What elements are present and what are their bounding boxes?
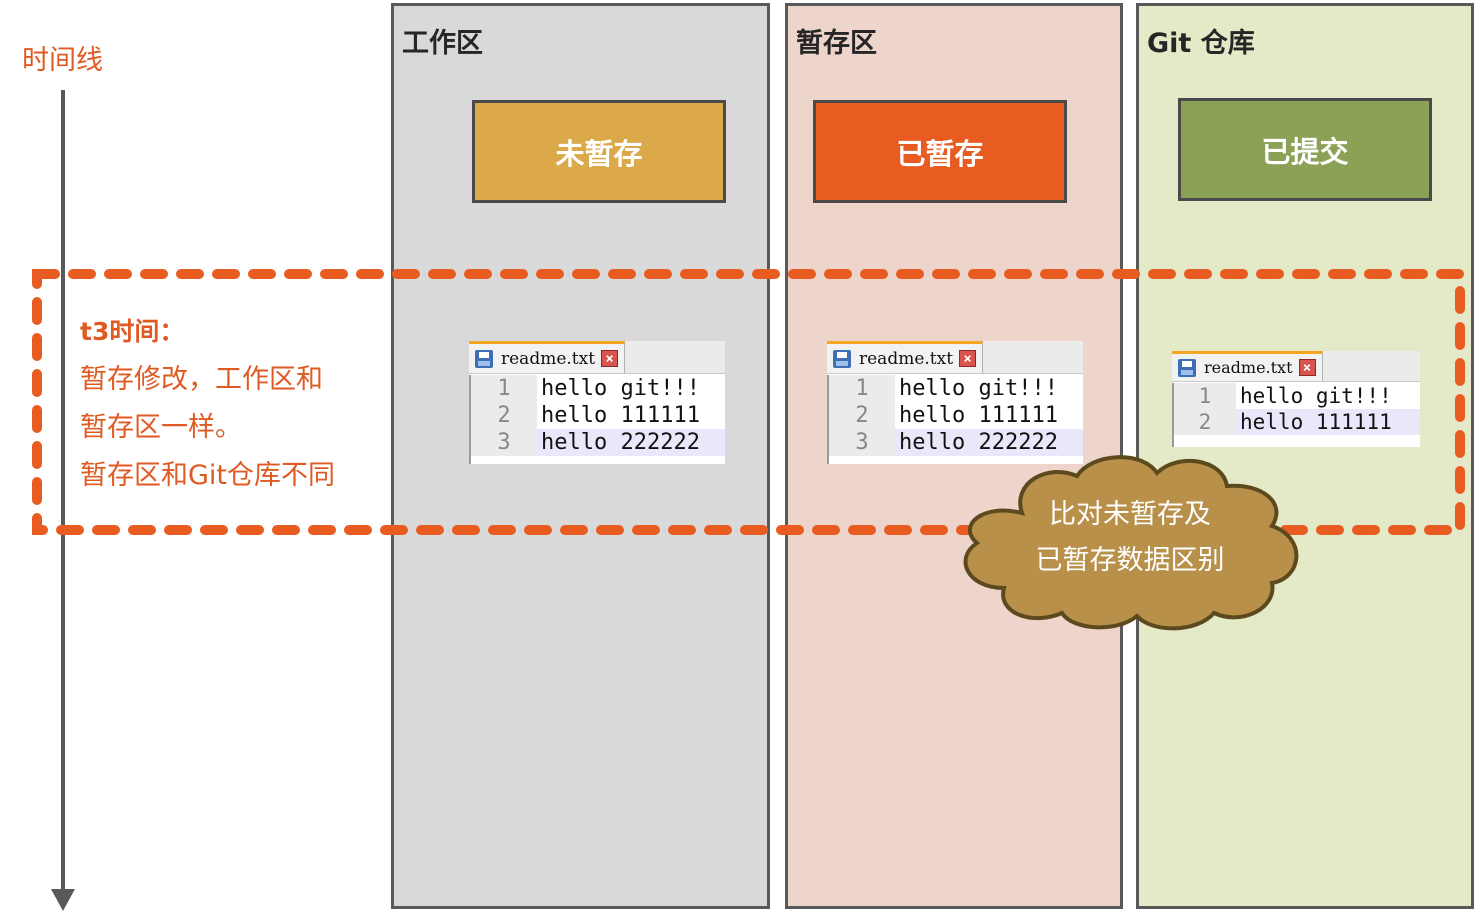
timeline-axis xyxy=(61,90,65,895)
note-title: t3时间： xyxy=(80,317,185,346)
comparison-cloud-icon xyxy=(963,455,1299,631)
line-text: hello 222222 xyxy=(537,429,725,456)
note-line: 暂存区和Git仓库不同 xyxy=(80,460,336,491)
tab-filename: readme.txt xyxy=(1204,358,1293,377)
code-line: 2 hello 111111 xyxy=(1174,409,1420,435)
code-line: 3 hello 222222 xyxy=(471,429,725,456)
cloud-text: 比对未暂存及 已暂存数据区别 xyxy=(1010,492,1250,584)
close-icon[interactable]: × xyxy=(601,350,619,367)
line-text: hello git!!! xyxy=(541,376,700,401)
line-number: 3 xyxy=(471,429,537,456)
editor-body: 1 hello git!!! 2 hello 111111 3 hello 22… xyxy=(827,375,1083,464)
note-line: 暂存区一样。 xyxy=(80,412,242,443)
close-icon[interactable]: × xyxy=(959,350,977,367)
line-text: hello 222222 xyxy=(895,429,1083,456)
editor-tabbar: readme.txt × xyxy=(469,341,725,374)
line-number: 2 xyxy=(829,402,895,429)
editor-tab[interactable]: readme.txt × xyxy=(827,341,984,373)
committed-state-box: 已提交 xyxy=(1178,98,1432,201)
line-text: hello 111111 xyxy=(541,403,700,428)
code-line: 1 hello git!!! xyxy=(471,375,725,402)
code-line: 1 hello git!!! xyxy=(1174,383,1420,409)
code-line: 3 hello 222222 xyxy=(829,429,1083,456)
staged-state-box: 已暂存 xyxy=(813,100,1067,203)
line-number: 1 xyxy=(1174,383,1236,409)
working-directory-editor: readme.txt × 1 hello git!!! 2 hello 1111… xyxy=(469,341,725,464)
line-text: hello 111111 xyxy=(899,403,1058,428)
git-repository-title: Git 仓库 xyxy=(1147,28,1255,59)
code-line: 2 hello 111111 xyxy=(471,402,725,429)
editor-body: 1 hello git!!! 2 hello 111111 xyxy=(1172,383,1420,447)
editor-tabbar: readme.txt × xyxy=(827,341,1083,374)
line-number: 2 xyxy=(1174,409,1236,435)
line-number: 1 xyxy=(829,375,895,402)
staging-area-title: 暂存区 xyxy=(796,28,877,59)
code-line: 2 hello 111111 xyxy=(829,402,1083,429)
editor-tab[interactable]: readme.txt × xyxy=(469,341,626,373)
editor-tab[interactable]: readme.txt × xyxy=(1172,351,1323,381)
save-file-icon xyxy=(833,349,851,368)
save-file-icon xyxy=(475,349,493,368)
unstaged-state-box: 未暂存 xyxy=(472,100,726,203)
staging-area-editor: readme.txt × 1 hello git!!! 2 hello 1111… xyxy=(827,341,1083,464)
save-file-icon xyxy=(1178,358,1196,377)
line-number: 1 xyxy=(471,375,537,402)
timeline-arrow-icon xyxy=(51,889,75,911)
working-directory-title: 工作区 xyxy=(402,28,483,59)
timeline-label: 时间线 xyxy=(22,45,103,76)
close-icon[interactable]: × xyxy=(1298,359,1316,376)
tab-filename: readme.txt xyxy=(501,348,596,369)
note-line: 暂存修改，工作区和 xyxy=(80,364,323,395)
code-line: 1 hello git!!! xyxy=(829,375,1083,402)
git-repository-editor: readme.txt × 1 hello git!!! 2 hello 1111… xyxy=(1172,351,1420,447)
line-text: hello 111111 xyxy=(1236,409,1420,435)
cloud-line: 已暂存数据区别 xyxy=(1035,545,1225,576)
tab-filename: readme.txt xyxy=(859,348,954,369)
t3-note: t3时间： 暂存修改，工作区和 暂存区一样。 暂存区和Git仓库不同 xyxy=(80,308,335,500)
line-text: hello git!!! xyxy=(1240,384,1392,408)
editor-body: 1 hello git!!! 2 hello 111111 3 hello 22… xyxy=(469,375,725,464)
line-text: hello git!!! xyxy=(899,376,1058,401)
line-number: 3 xyxy=(829,429,895,456)
line-number: 2 xyxy=(471,402,537,429)
cloud-line: 比对未暂存及 xyxy=(1049,499,1211,530)
editor-tabbar: readme.txt × xyxy=(1172,351,1420,382)
